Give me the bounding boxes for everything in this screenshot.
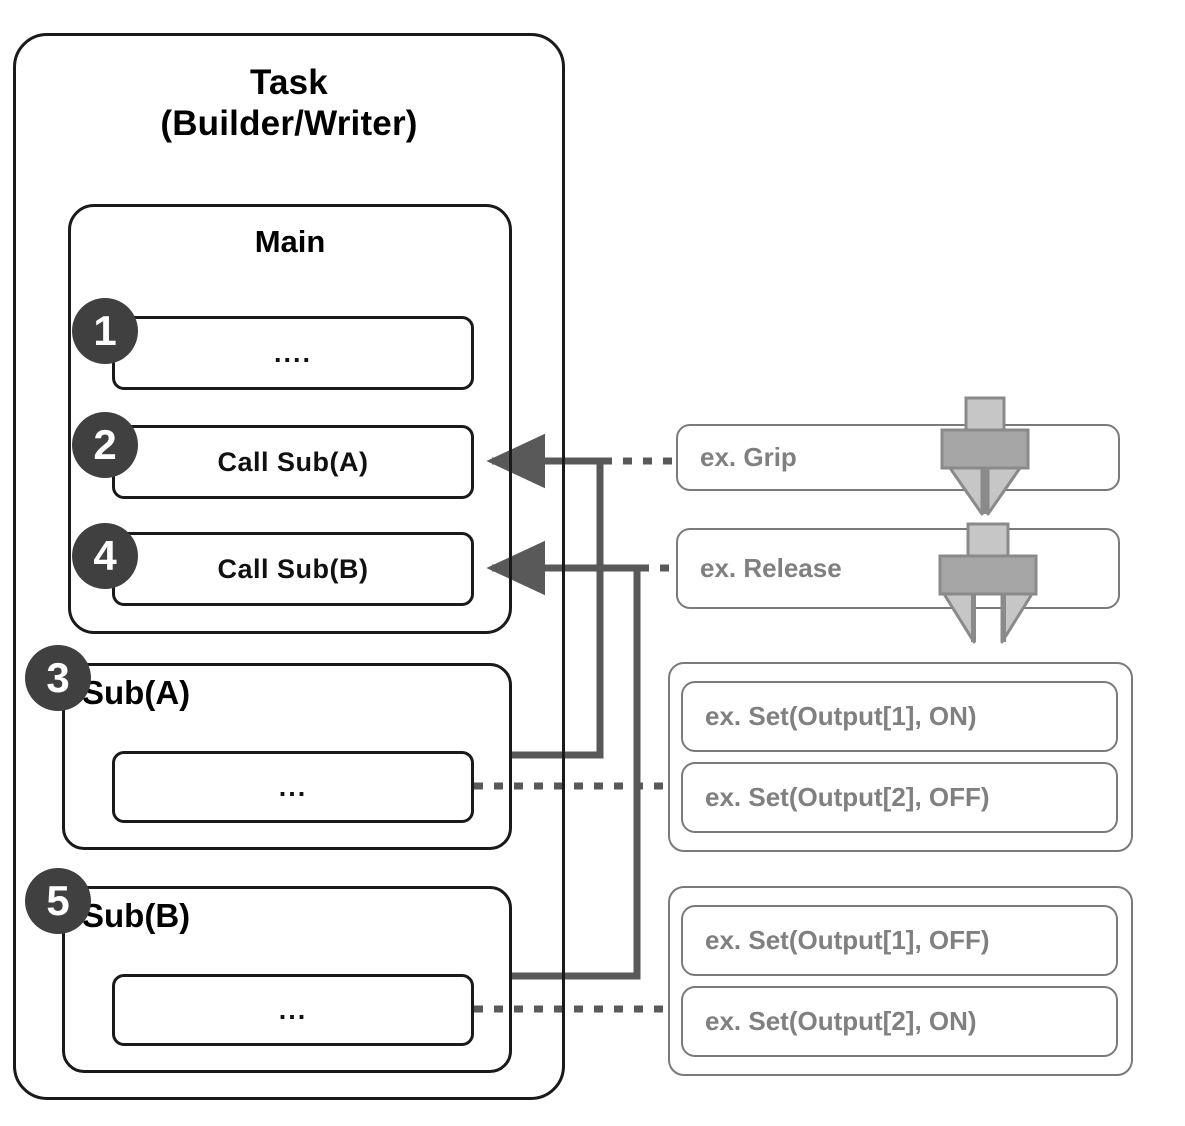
step-badge-4: 4 — [72, 523, 138, 589]
main-row-4-label: Call Sub(B) — [217, 553, 369, 584]
example-output-2-2-label: ex. Set(Output[2], ON) — [705, 1006, 977, 1036]
sub-a-body[interactable]: ... — [112, 751, 474, 823]
sub-b-body-label: ... — [278, 994, 308, 1025]
main-row-2-label: Call Sub(A) — [217, 446, 369, 477]
example-output-1-1-label: ex. Set(Output[1], ON) — [705, 701, 977, 731]
gripper-closed-icon — [940, 396, 1030, 516]
connector-sub-a-to-call-a — [486, 433, 604, 759]
sub-b-title: Sub(B) — [82, 897, 191, 934]
example-output-1-1[interactable]: ex. Set(Output[1], ON) — [681, 681, 1118, 752]
sub-b-container — [62, 886, 512, 1073]
example-output-2-1-label: ex. Set(Output[1], OFF) — [705, 925, 990, 955]
task-title-line2: (Builder/Writer) — [160, 104, 418, 144]
example-grip-label: ex. Grip — [700, 442, 797, 472]
step-badge-5: 5 — [25, 868, 91, 934]
task-title-line1: Task — [250, 63, 328, 102]
sub-a-title: Sub(A) — [82, 674, 191, 711]
main-row-2-call-sub-a[interactable]: Call Sub(A) — [112, 425, 474, 499]
task-container — [13, 33, 565, 1100]
example-output-2-1[interactable]: ex. Set(Output[1], OFF) — [681, 905, 1118, 976]
main-title: Main — [254, 224, 326, 259]
main-row-1[interactable]: .... — [112, 316, 474, 390]
main-row-4-call-sub-b[interactable]: Call Sub(B) — [112, 532, 474, 606]
task-title: Task (Builder/Writer) — [13, 62, 565, 145]
example-output-2-2[interactable]: ex. Set(Output[2], ON) — [681, 986, 1118, 1057]
sub-a-body-label: ... — [278, 771, 308, 802]
main-row-1-label: .... — [273, 337, 312, 368]
step-badge-3: 3 — [25, 645, 91, 711]
example-grip-box[interactable]: ex. Grip — [676, 424, 1120, 491]
example-output-1-2-label: ex. Set(Output[2], OFF) — [705, 782, 990, 812]
example-release-label: ex. Release — [700, 553, 842, 583]
gripper-open-icon — [938, 522, 1038, 644]
sub-b-body[interactable]: ... — [112, 974, 474, 1046]
step-badge-2: 2 — [72, 412, 138, 478]
example-release-box[interactable]: ex. Release — [676, 528, 1120, 609]
step-badge-1: 1 — [72, 298, 138, 364]
main-container — [68, 204, 512, 634]
sub-a-container — [62, 663, 512, 850]
example-output-1-2[interactable]: ex. Set(Output[2], OFF) — [681, 762, 1118, 833]
